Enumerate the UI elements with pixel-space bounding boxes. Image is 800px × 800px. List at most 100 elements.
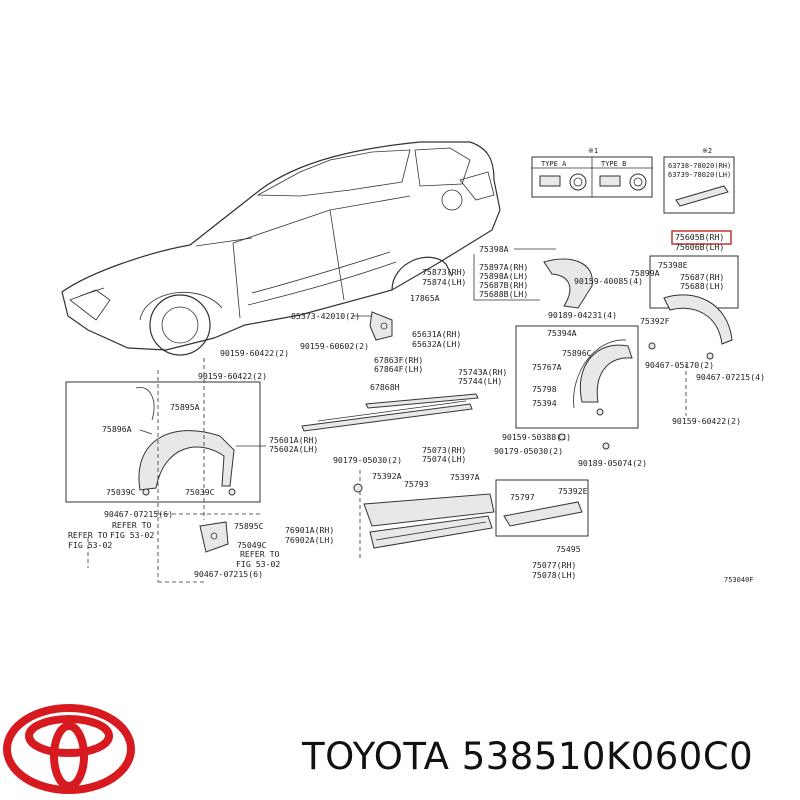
type-a-header: TYPE A [541,160,567,168]
callout-75895c: 75895C [234,521,264,531]
callout-90467-07215-a: 90467-07215(6) [104,509,173,519]
callout-90179-05030-a: 90179-05030(2) [333,455,402,465]
callout-90179-05030-b: 90179-05030(2) [494,446,563,456]
callout-75601a: 75601A(RH) [269,435,318,445]
door-moulding-67863f [365,393,479,409]
rear-fender-flare-75605b [663,294,733,345]
callout-90467-05170: 90467-05170(2) [645,360,714,370]
toyota-logo [3,704,135,794]
belt-moulding-75743a [301,403,473,432]
refer-label-1: REFER TO [112,520,152,530]
refer-label-2: REFER TO [68,530,108,540]
callout-75602a: 75602A(LH) [269,444,318,454]
mudguard-76901a [199,521,229,553]
callout-75495: 75495 [556,544,581,554]
callout-90159-60422-c: 90159-60422(2) [672,416,741,426]
callout-65632a: 65632A(LH) [412,339,461,349]
callout-75743a: 75743A(RH) [458,367,507,377]
front-fender-detail-box [65,381,261,503]
highlight-75605b [671,230,732,245]
rocker-garnish-75073 [363,493,495,527]
bracket-65631a-icon [369,311,393,341]
callout-75688: 75688(LH) [680,281,724,291]
rocker-extension-box [495,479,589,537]
callout-75895a: 75895A [170,402,200,412]
callout-75896c: 75896C [562,348,592,358]
callout-85373: 85373-42010(2) [291,311,360,321]
part-number: 538510K060C0 [461,735,754,778]
callout-17865a: 17865A [410,293,440,303]
rocker-extension-75077 [503,501,583,527]
callout-75049c: 75049C [237,540,267,550]
callout-76902a: 76902A(LH) [285,535,334,545]
rear-wheel-liner-box [515,325,639,429]
callout-75074: 75074(LH) [422,454,466,464]
callout-75077: 75077(RH) [532,560,576,570]
callout-75039c-right: 75039C [185,487,215,497]
callout-67864f: 67864F(LH) [374,364,423,374]
fig-label-1: FIG 53-02 [110,530,154,540]
note-mark-2: ※2 [702,147,712,155]
callout-75392e: 75392E [558,486,588,496]
callout-75039c-left: 75039C [106,487,136,497]
callout-90467-07215-c: 90467-07215(4) [696,372,765,382]
callout-75744: 75744(LH) [458,376,502,386]
callout-67868h: 67868H [370,382,400,392]
diagram-code: 753040F [724,576,754,584]
callout-75899a: 75899A [630,268,660,278]
trim-strip-icon [675,185,729,207]
rear-fender-liner-upper [543,258,593,309]
callout-75687b: 75687B(RH) [479,280,528,290]
type-b-header: TYPE B [601,160,626,168]
callout-75394: 75394 [532,398,557,408]
clip-type-table: ※1 TYPE A TYPE B ※2 63738-78020(RH) 6373… [531,147,735,214]
rocker-panel-lower [369,515,493,549]
callout-75398e: 75398E [658,260,688,270]
callout-90467-07215-b: 90467-07215(6) [194,569,263,579]
callout-75073: 75073(RH) [422,445,466,455]
callout-75897a: 75897A(RH) [479,262,528,272]
callout-63739: 63739-78020(LH) [668,171,731,179]
brand-name: TOYOTA [302,735,450,778]
fig-label-3: FIG 53-02 [236,559,280,569]
callout-75397a: 75397A [450,472,480,482]
callout-90189-05074: 90189-05074(2) [578,458,647,468]
callout-67863f: 67863F(RH) [374,355,423,365]
callout-75798: 75798 [532,384,557,394]
clip-type-b-icon [599,173,647,191]
callout-75688b: 75688B(LH) [479,289,528,299]
brand-and-part-number: TOYOTA 538510K060C0 [302,735,753,778]
callout-75398a: 75398A [479,244,509,254]
refer-label-3: REFER TO [240,549,280,559]
callout-90159-40085: 90159-40085(4) [574,276,643,286]
callout-90189-04231: 90189-04231(4) [548,310,617,320]
callout-76901a: 76901A(RH) [285,525,334,535]
callout-75605b: 75605B(RH) [675,232,724,242]
callout-75793: 75793 [404,479,429,489]
front-fender-arch-75601a [138,430,235,491]
callout-75078: 75078(LH) [532,570,576,580]
callout-63738: 63738-78020(RH) [668,162,731,170]
callout-90159-60602: 90159-60602(2) [300,341,369,351]
callout-75874: 75874(LH) [422,277,466,287]
callout-90159-60422-a: 90159-60422(2) [220,348,289,358]
callout-90159-60422-b: 90159-60422(2) [198,371,267,381]
callout-75687: 75687(RH) [680,272,724,282]
callout-75767a: 75767A [532,362,562,372]
callout-75392a: 75392A [372,471,402,481]
callout-65631a: 65631A(RH) [412,329,461,339]
callout-75873: 75873(RH) [422,267,466,277]
note-mark-1: ※1 [588,147,598,155]
rear-fender-arch-75896c [579,344,633,403]
callout-75898a: 75898A(LH) [479,271,528,281]
callout-75797: 75797 [510,492,535,502]
callout-75606b: 75606B(LH) [675,242,724,252]
callout-75896a: 75896A [102,424,132,434]
clip-type-a-icon [539,173,587,191]
fig-label-2: FIG 53-02 [68,540,112,550]
callout-75394a: 75394A [547,328,577,338]
vehicle-outline [61,141,501,356]
callout-90159-50388: 90159-50388(2) [502,432,571,442]
